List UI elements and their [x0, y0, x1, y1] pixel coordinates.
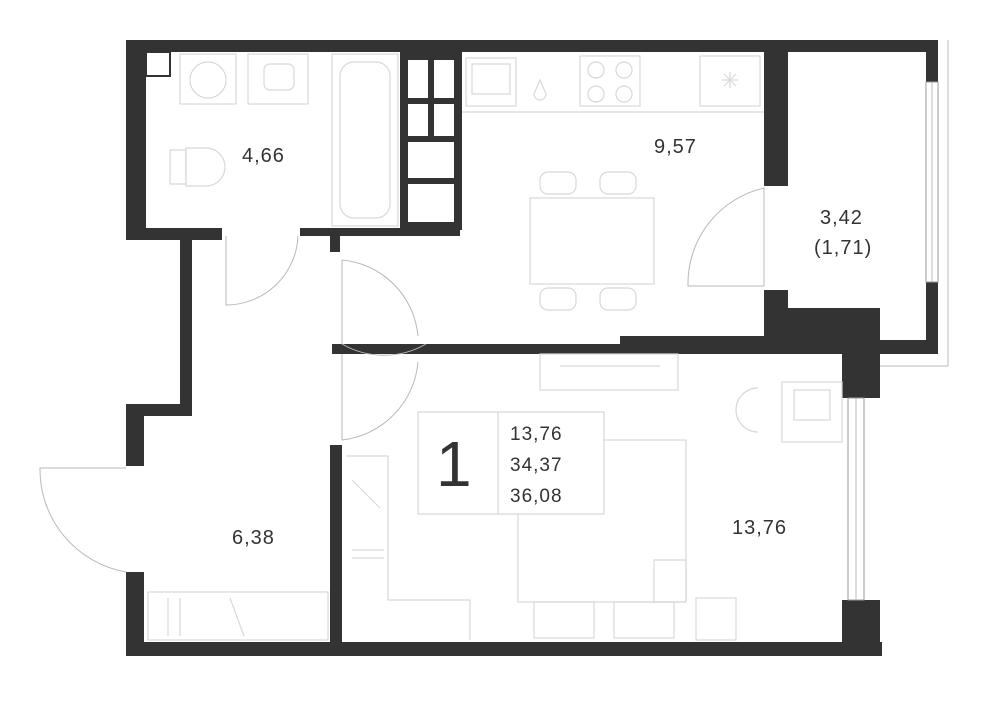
windows: [847, 81, 939, 601]
living-area-label: 13,76: [732, 517, 787, 539]
room-labels: 4,66 9,57 3,42 (1,71) 6,38 13,76: [232, 136, 872, 549]
room-count: 1: [436, 428, 472, 500]
summary-box: 1 13,76 34,37 36,08: [417, 411, 605, 515]
hall-area-label: 6,38: [232, 527, 275, 549]
summary-living-area: 13,76: [510, 424, 563, 445]
hall-fixtures: [147, 591, 329, 641]
summary-total-area: 34,37: [510, 455, 563, 476]
bathroom-fixtures: [145, 51, 462, 230]
kitchen-fixtures: [462, 55, 764, 311]
walls: [126, 40, 938, 656]
balcony-area-label: 3,42: [820, 207, 863, 229]
kitchen-area-label: 9,57: [654, 136, 697, 158]
balcony-reduced-area-label: (1,71): [814, 237, 872, 259]
summary-total-with-balcony: 36,08: [510, 486, 563, 507]
bathroom-area-label: 4,66: [242, 145, 285, 167]
doors: [39, 187, 765, 573]
